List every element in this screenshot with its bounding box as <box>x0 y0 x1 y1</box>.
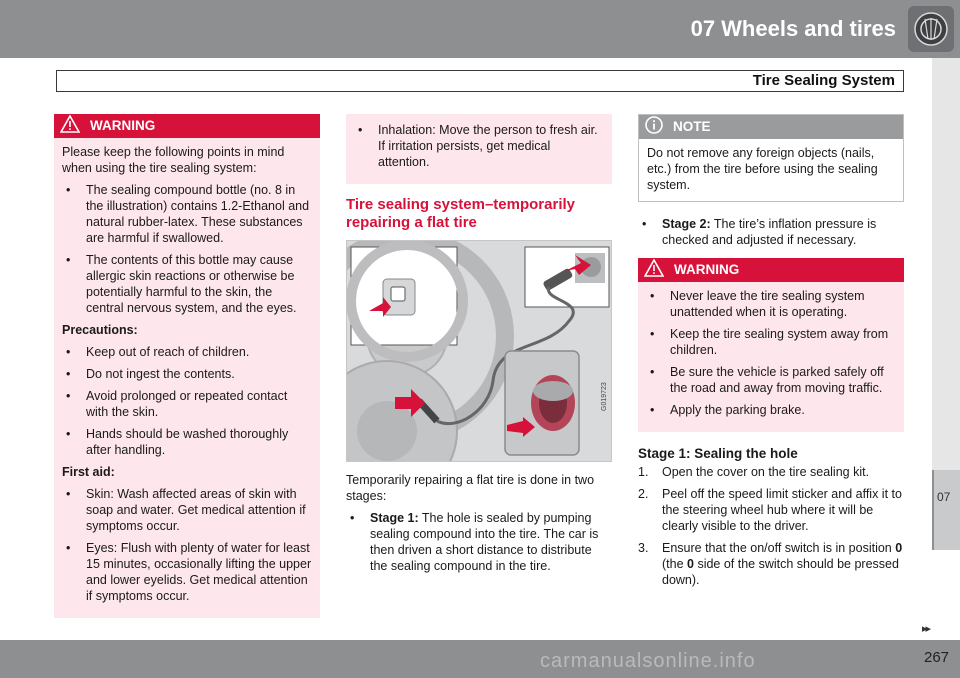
column-3: NOTE Do not remove any foreign objects (… <box>638 114 904 594</box>
step-text: Ensure that the on/off switch is in posi… <box>662 541 896 555</box>
step-text: Open the cover on the tire sealing kit. <box>662 465 870 479</box>
step-number: 3. <box>638 541 649 555</box>
first-aid-list: Skin: Wash affected areas of skin with s… <box>62 486 312 604</box>
list-item: Apply the parking brake. <box>646 402 896 418</box>
stage2-label: Stage 2: <box>662 217 711 231</box>
list-item: Keep the tire sealing system away from c… <box>646 326 896 358</box>
note-header: NOTE <box>639 115 903 139</box>
warning-list: Inhalation: Move the person to fresh air… <box>354 122 604 170</box>
warning-header: WARNING <box>638 258 904 282</box>
switch-side: 0 <box>687 557 694 571</box>
section-heading: Tire sealing system–temporarily repairin… <box>346 196 575 231</box>
page-number: 267 <box>924 649 950 666</box>
warning-triangle-icon <box>643 258 665 281</box>
warning-header: WARNING <box>54 114 320 138</box>
warning-intro: Please keep the following points in mind… <box>62 145 285 175</box>
list-item: Stage 1: The hole is sealed by pumping s… <box>346 510 612 574</box>
list-item: 3. Ensure that the on/off switch is in po… <box>638 540 904 588</box>
list-item: Inhalation: Move the person to fresh air… <box>354 122 604 170</box>
precautions-list: Keep out of reach of children. Do not in… <box>62 344 312 458</box>
chapter-title: 07 Wheels and tires <box>690 16 896 41</box>
list-item: 2. Peel off the speed limit sticker and a… <box>638 486 904 534</box>
note-box: NOTE Do not remove any foreign objects (… <box>638 114 904 202</box>
list-item: The contents of this bottle may cause al… <box>62 252 312 316</box>
stage2-text: The tire’s inflation pressure is checked… <box>662 217 877 247</box>
warning-list: The sealing compound bottle (no. 8 in th… <box>62 182 312 316</box>
list-item: The sealing compound bottle (no. 8 in th… <box>62 182 312 246</box>
step-text: (the <box>662 557 688 571</box>
note-text: Do not remove any foreign objects (nails… <box>647 146 878 192</box>
step-text: Peel off the speed limit sticker and aff… <box>662 487 902 533</box>
list-item: Eyes: Flush with plenty of water for lea… <box>62 540 312 604</box>
warning-box-continued: Inhalation: Move the person to fresh air… <box>346 114 612 184</box>
tire-icon <box>908 6 954 52</box>
warning-box-2: WARNING Never leave the tire sealing sys… <box>638 258 904 432</box>
stage2-list: Stage 2: The tire’s inflation pressure i… <box>638 216 904 248</box>
step-number: 2. <box>638 487 649 501</box>
note-title: NOTE <box>673 119 711 134</box>
warning-title: WARNING <box>90 118 156 133</box>
sidebar-strip <box>932 58 960 470</box>
list-item: Be sure the vehicle is parked safely off… <box>646 364 896 396</box>
warning-title: WARNING <box>674 262 740 277</box>
next-page-arrows-icon: ▸▸ <box>922 623 931 635</box>
warning-box: WARNING Please keep the following points… <box>54 114 320 618</box>
column-1: WARNING Please keep the following points… <box>54 114 320 618</box>
precautions-heading: Precautions: <box>62 323 138 337</box>
stage1-label: Stage 1: <box>370 511 419 525</box>
page-footer <box>0 640 960 678</box>
stage1-heading: Stage 1: Sealing the hole <box>638 446 798 461</box>
info-icon <box>645 116 663 138</box>
step-number: 1. <box>638 465 649 479</box>
warning-list: Never leave the tire sealing system unat… <box>646 288 896 418</box>
chapter-tab-label: 07 <box>937 490 951 504</box>
chapter-tab <box>932 470 960 550</box>
first-aid-heading: First aid: <box>62 465 115 479</box>
switch-position: 0 <box>895 541 903 555</box>
list-item: Stage 2: The tire’s inflation pressure i… <box>638 216 904 248</box>
list-item: Skin: Wash affected areas of skin with s… <box>62 486 312 534</box>
warning-triangle-icon <box>59 114 81 137</box>
stage-list: Stage 1: The hole is sealed by pumping s… <box>346 510 612 574</box>
column-2: Inhalation: Move the person to fresh air… <box>346 114 612 580</box>
list-item: Never leave the tire sealing system unat… <box>646 288 896 320</box>
watermark: carmanualsonline.info <box>540 650 756 672</box>
list-item: Avoid prolonged or repeated contact with… <box>62 388 312 420</box>
list-item: 1. Open the cover on the tire sealing kit… <box>638 464 904 480</box>
tire-sealing-illustration: G019723 <box>346 240 612 462</box>
list-item: Keep out of reach of children. <box>62 344 312 360</box>
chapter-header: 07 Wheels and tires <box>0 0 960 58</box>
figure-code: G019723 <box>601 382 608 411</box>
section-bar: Tire Sealing System <box>56 70 904 92</box>
step-text: side of the switch should be pressed dow… <box>662 557 899 587</box>
stage1-text: The hole is sealed by pumping sealing co… <box>370 511 599 573</box>
section-intro: Temporarily repairing a flat tire is don… <box>346 473 595 503</box>
steps-list: 1. Open the cover on the tire sealing kit… <box>638 464 904 588</box>
list-item: Do not ingest the contents. <box>62 366 312 382</box>
list-item: Hands should be washed thoroughly after … <box>62 426 312 458</box>
section-title: Tire Sealing System <box>752 72 895 89</box>
